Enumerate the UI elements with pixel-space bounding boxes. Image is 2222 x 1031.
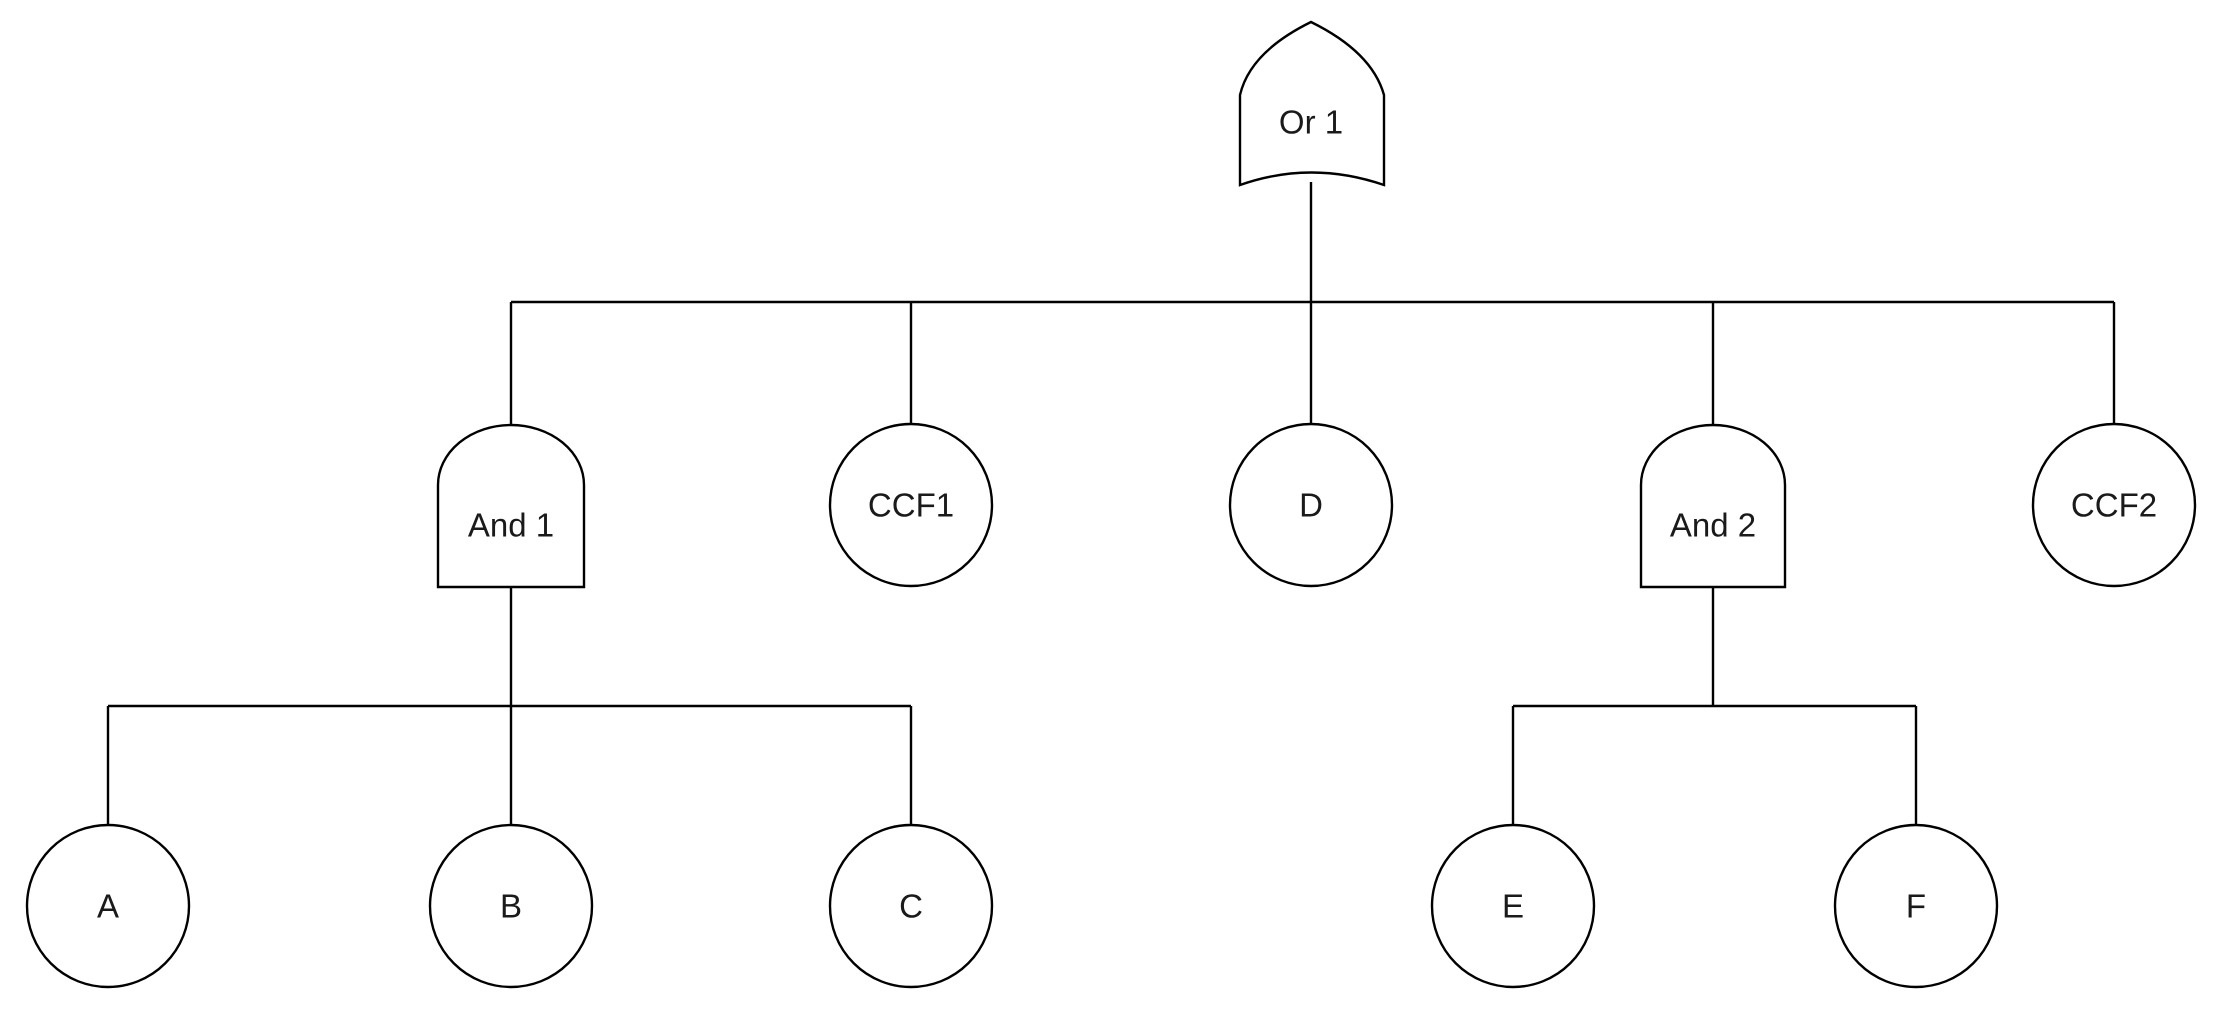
basic-event-label: CCF1 — [868, 487, 954, 524]
basic-event-circle — [428, 823, 594, 989]
basic-event-c: C — [828, 823, 994, 989]
basic-event-e: E — [1430, 823, 1596, 989]
or-gate-label: Or 1 — [1279, 104, 1343, 141]
basic-event-d: D — [1228, 422, 1394, 588]
basic-event-label: B — [500, 888, 522, 925]
and-gate-symbol — [436, 423, 586, 589]
connector-lines — [106, 182, 2116, 826]
basic-event-circle — [2031, 422, 2197, 588]
basic-event-b: B — [428, 823, 594, 989]
basic-event-label: E — [1502, 888, 1524, 925]
basic-event-a: A — [25, 823, 191, 989]
basic-event-f: F — [1833, 823, 1999, 989]
basic-event-circle — [1833, 823, 1999, 989]
and-gate-and1: And 1 — [436, 423, 586, 589]
basic-event-circle — [25, 823, 191, 989]
basic-event-circle — [1430, 823, 1596, 989]
basic-event-ccf2: CCF2 — [2031, 422, 2197, 588]
basic-event-label: D — [1299, 487, 1323, 524]
basic-event-label: F — [1906, 888, 1926, 925]
basic-event-ccf1: CCF1 — [828, 422, 994, 588]
or-gate-symbol — [1238, 20, 1386, 187]
and-gate-and2: And 2 — [1639, 423, 1787, 589]
basic-event-label: C — [899, 888, 923, 925]
and-gate-label: And 2 — [1670, 507, 1756, 544]
and-gate-label: And 1 — [468, 507, 554, 544]
basic-event-label: A — [97, 888, 119, 925]
and-gate-symbol — [1639, 423, 1787, 589]
basic-event-circle — [1228, 422, 1394, 588]
or-gate-or1: Or 1 — [1238, 20, 1386, 187]
basic-event-label: CCF2 — [2071, 487, 2157, 524]
basic-event-circle — [828, 422, 994, 588]
basic-event-circle — [828, 823, 994, 989]
